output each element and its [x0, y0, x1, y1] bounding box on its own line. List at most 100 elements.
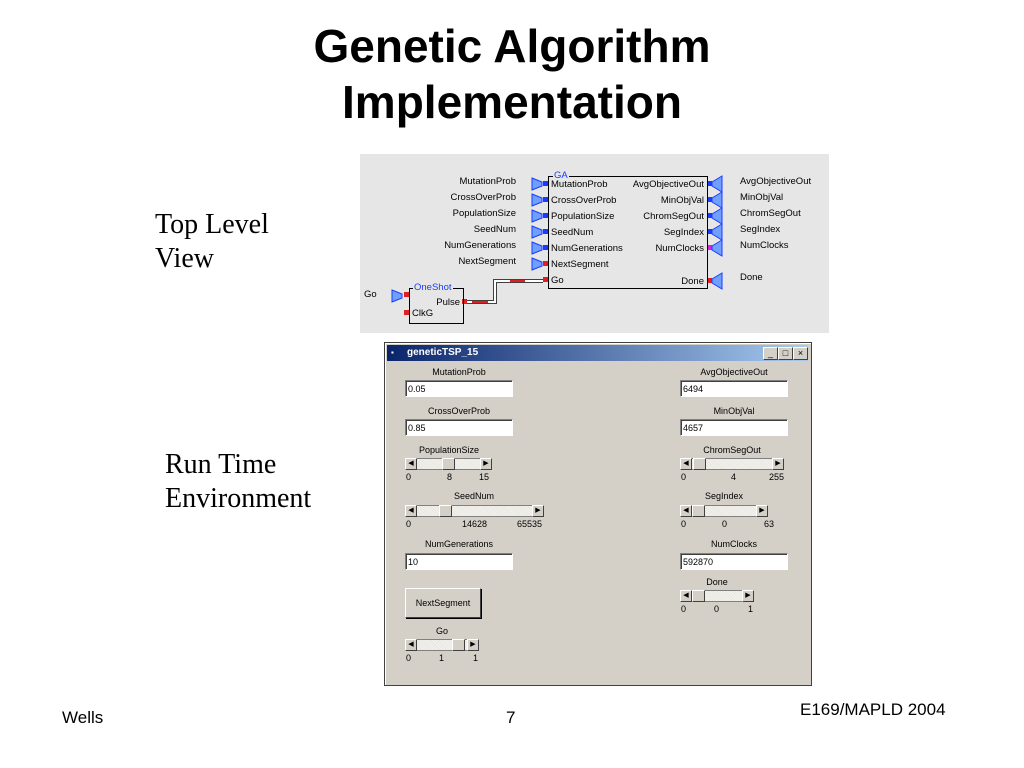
- mutationprob-input[interactable]: 0.05: [405, 380, 513, 397]
- window-titlebar[interactable]: ▪ geneticTSP_15 _ □ ×: [387, 345, 808, 361]
- run-time-label-line2: Environment: [165, 483, 312, 514]
- go-max: 1: [473, 653, 479, 663]
- ga-in-mutationprob: MutationProb: [551, 179, 608, 190]
- schem-output-chromsegout: ChromSegOut: [740, 208, 801, 219]
- footer-author: Wells: [62, 708, 104, 727]
- input-port-icons: [391, 177, 543, 303]
- seednum-value: 14628: [462, 519, 488, 529]
- seednum-slider[interactable]: ◀ ▶: [405, 505, 544, 517]
- populationsize-thumb[interactable]: [442, 458, 455, 470]
- seednum-thumb[interactable]: [439, 505, 452, 517]
- segindex-label: SegIndex: [704, 491, 744, 501]
- oneshot-block-name: OneShot: [413, 282, 453, 293]
- schem-input-go: Go: [364, 289, 377, 300]
- ga-block-name: GA: [553, 170, 569, 181]
- footer-page-number: 7: [506, 708, 516, 727]
- crossoverprob-input[interactable]: 0.85: [405, 419, 513, 436]
- schem-input-nextsegment: NextSegment: [458, 256, 516, 267]
- footer-event: E169/MAPLD 2004: [800, 700, 946, 719]
- ga-in-populationsize: PopulationSize: [551, 211, 615, 222]
- ga-out-numclocks: NumClocks: [655, 243, 704, 254]
- populationsize-max: 15: [479, 472, 490, 482]
- go-slider[interactable]: ◀ ▶: [405, 639, 479, 651]
- numclocks-field[interactable]: 592870: [680, 553, 788, 570]
- minimize-button[interactable]: _: [763, 347, 778, 360]
- ga-out-minobjval: MinObjVal: [660, 195, 704, 206]
- title-line-2: Implementation: [342, 76, 682, 128]
- chromsegout-slider[interactable]: ◀ ▶: [680, 458, 784, 470]
- schem-output-minobjval: MinObjVal: [740, 192, 784, 203]
- ga-block: [548, 176, 708, 289]
- maximize-button[interactable]: □: [778, 347, 793, 360]
- numclocks-label: NumClocks: [710, 539, 757, 549]
- run-time-label: Run Time Environment: [165, 448, 311, 516]
- schem-input-seednum: SeedNum: [473, 224, 516, 235]
- scroll-right-icon[interactable]: ▶: [480, 458, 492, 470]
- numgenerations-input[interactable]: 10: [405, 553, 513, 570]
- chromsegout-thumb[interactable]: [693, 458, 706, 470]
- go-thumb[interactable]: [452, 639, 465, 651]
- schem-input-populationsize: PopulationSize: [452, 208, 516, 219]
- run-time-label-line1: Run Time: [165, 449, 277, 480]
- minobjval-field[interactable]: 4657: [680, 419, 788, 436]
- ga-in-go: Go: [551, 275, 564, 286]
- schem-output-done: Done: [740, 272, 763, 283]
- numgenerations-label: NumGenerations: [424, 539, 494, 549]
- ga-in-numgenerations: NumGenerations: [551, 243, 623, 254]
- scroll-right-icon[interactable]: ▶: [756, 505, 768, 517]
- seednum-label: SeedNum: [453, 491, 495, 501]
- scroll-left-icon[interactable]: ◀: [405, 505, 417, 517]
- segindex-max: 63: [764, 519, 775, 529]
- schem-output-segindex: SegIndex: [740, 224, 781, 235]
- segindex-min: 0: [681, 519, 687, 529]
- chromsegout-max: 255: [769, 472, 785, 482]
- segindex-thumb[interactable]: [692, 505, 705, 517]
- window-title: geneticTSP_15: [407, 347, 479, 358]
- top-level-label: Top Level View: [155, 208, 269, 276]
- segindex-value: 0: [722, 519, 728, 529]
- scroll-left-icon[interactable]: ◀: [680, 505, 692, 517]
- oneshot-in-clkg: ClkG: [412, 308, 434, 319]
- nextsegment-button[interactable]: NextSegment: [405, 588, 481, 618]
- close-button[interactable]: ×: [793, 347, 808, 360]
- scroll-left-icon[interactable]: ◀: [680, 590, 692, 602]
- ga-out-segindex: SegIndex: [663, 227, 704, 238]
- top-level-label-line2: View: [155, 243, 214, 274]
- done-min: 0: [681, 604, 687, 614]
- go-value: 1: [439, 653, 445, 663]
- seednum-min: 0: [406, 519, 412, 529]
- scroll-right-icon[interactable]: ▶: [742, 590, 754, 602]
- done-thumb[interactable]: [692, 590, 705, 602]
- populationsize-value: 8: [447, 472, 453, 482]
- scroll-right-icon[interactable]: ▶: [772, 458, 784, 470]
- app-icon: ▪: [391, 348, 394, 357]
- app-window: ▪ geneticTSP_15 _ □ × MutationProb 0.05 …: [384, 342, 812, 686]
- populationsize-label: PopulationSize: [418, 445, 480, 455]
- scroll-left-icon[interactable]: ◀: [405, 458, 417, 470]
- ga-out-chromsegout: ChromSegOut: [643, 211, 704, 222]
- mutationprob-label: MutationProb: [432, 367, 486, 377]
- schem-input-crossoverprob: CrossOverProb: [450, 192, 516, 203]
- top-level-label-line1: Top Level: [155, 209, 269, 240]
- title-line-1: Genetic Algorithm: [313, 20, 711, 72]
- ga-in-nextsegment: NextSegment: [551, 259, 609, 270]
- go-min: 0: [406, 653, 412, 663]
- scroll-right-icon[interactable]: ▶: [467, 639, 479, 651]
- chromsegout-label: ChromSegOut: [703, 445, 761, 455]
- schem-output-avgobjectiveout: AvgObjectiveOut: [740, 176, 812, 187]
- done-slider[interactable]: ◀ ▶: [680, 590, 754, 602]
- schematic-panel: MutationProb CrossOverProb PopulationSiz…: [360, 154, 829, 333]
- ga-in-seednum: SeedNum: [551, 227, 594, 238]
- seednum-max: 65535: [517, 519, 543, 529]
- slide-title: Genetic Algorithm Implementation: [0, 18, 1024, 130]
- populationsize-slider[interactable]: ◀ ▶: [405, 458, 492, 470]
- scroll-left-icon[interactable]: ◀: [405, 639, 417, 651]
- avgobjectiveout-field[interactable]: 6494: [680, 380, 788, 397]
- scroll-right-icon[interactable]: ▶: [532, 505, 544, 517]
- scroll-left-icon[interactable]: ◀: [680, 458, 692, 470]
- segindex-slider[interactable]: ◀ ▶: [680, 505, 768, 517]
- chromsegout-min: 0: [681, 472, 687, 482]
- schematic-wires: [391, 175, 723, 315]
- schem-input-mutationprob: MutationProb: [459, 176, 516, 187]
- done-label: Done: [706, 577, 728, 587]
